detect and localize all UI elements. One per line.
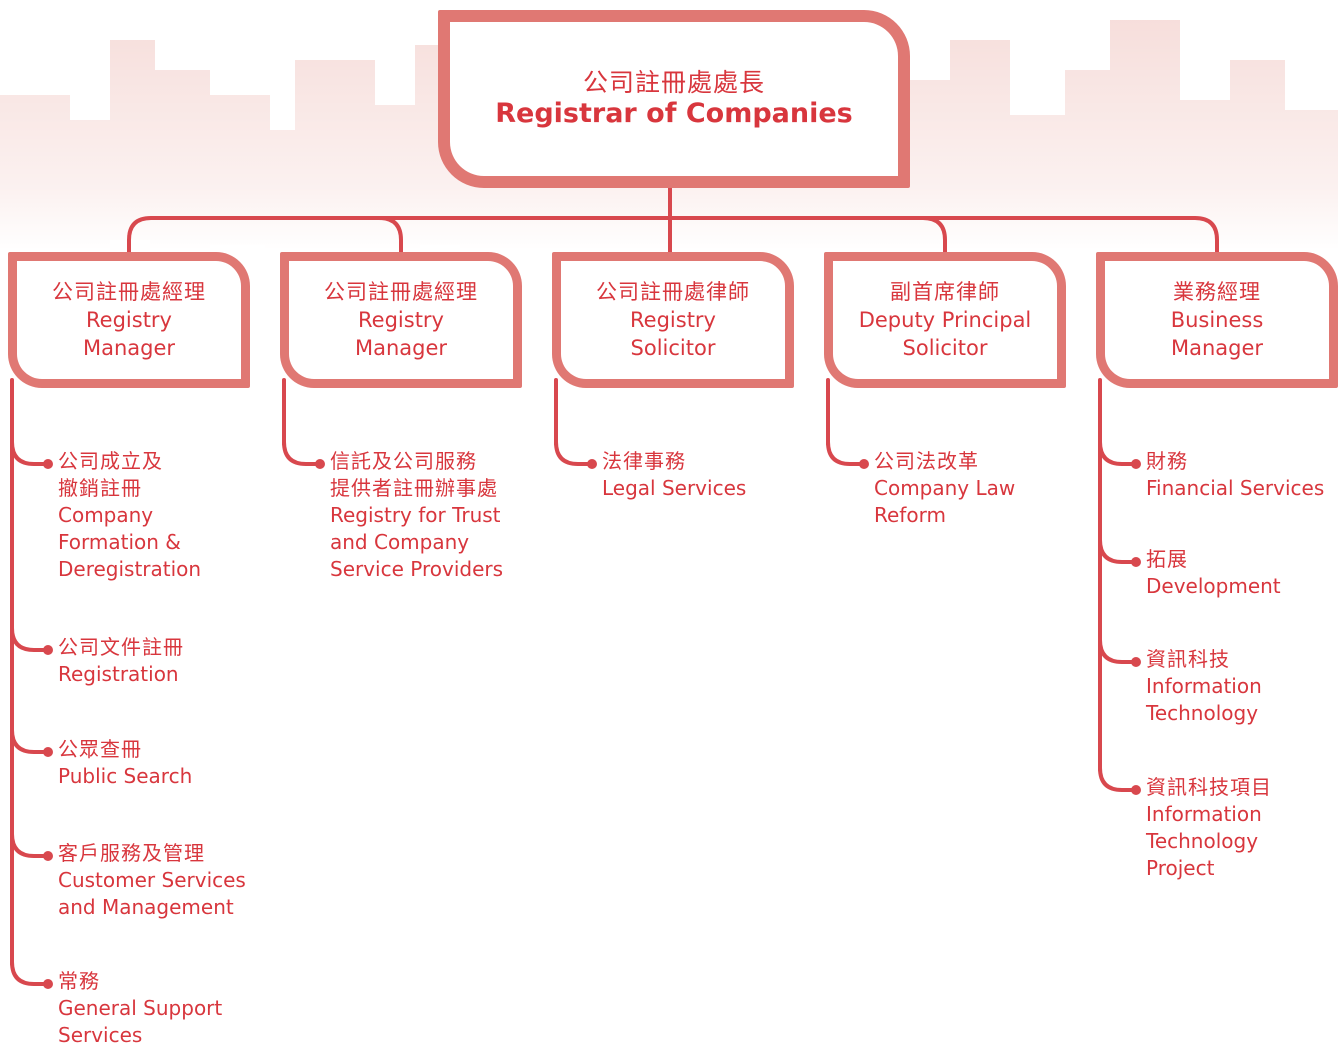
unit-name-zh: 財務 bbox=[1146, 449, 1188, 473]
unit-branch bbox=[1098, 766, 1138, 792]
unit-branch bbox=[10, 728, 50, 754]
branch-dot bbox=[43, 979, 53, 989]
unit-name-zh: 法律事務 bbox=[602, 449, 686, 473]
branch-dot bbox=[43, 747, 53, 757]
unit-name-en: Technology bbox=[1146, 701, 1259, 725]
manager-title-zh: 業務經理 bbox=[1173, 280, 1261, 304]
unit-name-en: Information bbox=[1146, 674, 1262, 698]
unit-name-zh: 資訊科技 bbox=[1146, 647, 1230, 671]
drop-connector bbox=[921, 216, 947, 262]
branch-dot bbox=[1131, 785, 1141, 795]
unit-item: 拓展 Development bbox=[1146, 546, 1281, 600]
unit-branch bbox=[1098, 538, 1138, 564]
branch-dot bbox=[859, 459, 869, 469]
unit-name-en: and Management bbox=[58, 895, 234, 919]
unit-name-en: Service Providers bbox=[330, 557, 504, 581]
unit-name-en: Development bbox=[1146, 574, 1281, 598]
unit-name-zh: 公司法改革 bbox=[874, 449, 979, 473]
unit-item: 公眾查冊 Public Search bbox=[58, 736, 192, 790]
unit-name-zh: 公司成立及 bbox=[58, 449, 163, 473]
unit-name-en: Customer Services bbox=[58, 868, 246, 892]
unit-name-en: Legal Services bbox=[602, 476, 747, 500]
manager-title-en: Manager bbox=[82, 336, 176, 360]
branch-dot bbox=[1131, 459, 1141, 469]
unit-branch bbox=[10, 626, 50, 652]
unit-name-en: Public Search bbox=[58, 764, 193, 788]
unit-item: 客戶服務及管理 Customer Services and Management bbox=[58, 840, 246, 921]
branch-dot bbox=[43, 851, 53, 861]
manager-title-en: Registry bbox=[630, 308, 716, 332]
manager-title-zh: 公司註冊處經理 bbox=[52, 280, 206, 304]
manager-title-zh: 公司註冊處經理 bbox=[324, 280, 478, 304]
unit-name-en: Reform bbox=[874, 503, 946, 527]
branch-dot bbox=[587, 459, 597, 469]
unit-name-en: Project bbox=[1146, 856, 1215, 880]
unit-name-en: Deregistration bbox=[58, 557, 202, 581]
manager-title-zh: 公司註冊處律師 bbox=[596, 280, 750, 304]
branch-dot bbox=[315, 459, 325, 469]
head-box: 公司註冊處處長 Registrar of Companies bbox=[438, 10, 910, 188]
manager-title-en: Solicitor bbox=[630, 336, 716, 360]
unit-name-en: Services bbox=[58, 1023, 143, 1047]
unit-branch bbox=[10, 960, 50, 986]
unit-branch bbox=[826, 440, 866, 466]
branch-dot bbox=[43, 459, 53, 469]
manager-title-en: Manager bbox=[1170, 336, 1264, 360]
unit-item: 信託及公司服務提供者註冊辦事處 Registry for Trust and Com… bbox=[330, 448, 503, 583]
unit-name-zh: 資訊科技項目 bbox=[1146, 775, 1272, 799]
manager-title-en: Manager bbox=[354, 336, 448, 360]
manager-title-en: Deputy Principal bbox=[858, 308, 1032, 332]
unit-branch bbox=[1098, 440, 1138, 466]
unit-branch bbox=[1098, 638, 1138, 664]
unit-name-zh: 提供者註冊辦事處 bbox=[330, 476, 498, 500]
manager-title-en: Registry bbox=[86, 308, 172, 332]
drop-connector bbox=[377, 216, 403, 262]
unit-branch bbox=[554, 440, 594, 466]
manager-title-en: Registry bbox=[358, 308, 444, 332]
unit-name-en: Company bbox=[58, 503, 154, 527]
unit-branch bbox=[10, 832, 50, 858]
unit-name-zh: 常務 bbox=[58, 969, 100, 993]
unit-name-en: Information bbox=[1146, 802, 1262, 826]
branch-dot bbox=[1131, 557, 1141, 567]
unit-item: 公司文件註冊 Registration bbox=[58, 634, 184, 688]
unit-item: 財務 Financial Services bbox=[1146, 448, 1324, 502]
unit-name-en: Formation & bbox=[58, 530, 181, 554]
bus-connector bbox=[127, 216, 1219, 262]
branch-dot bbox=[1131, 657, 1141, 667]
unit-name-en: Financial Services bbox=[1146, 476, 1325, 500]
unit-name-zh: 信託及公司服務 bbox=[330, 449, 477, 473]
unit-name-en: General Support bbox=[58, 996, 223, 1020]
unit-branch bbox=[282, 440, 322, 466]
unit-name-en: Technology bbox=[1146, 829, 1259, 853]
unit-name-en: and Company bbox=[330, 530, 470, 554]
unit-name-en: Company Law bbox=[874, 476, 1016, 500]
unit-name-en: Registration bbox=[58, 662, 179, 686]
manager-title-en: Solicitor bbox=[902, 336, 988, 360]
unit-branch bbox=[10, 440, 50, 466]
head-title-en: Registrar of Companies bbox=[495, 98, 853, 129]
manager-title-zh: 副首席律師 bbox=[890, 280, 1000, 304]
unit-name-zh: 公眾查冊 bbox=[58, 737, 142, 761]
unit-name-zh: 公司文件註冊 bbox=[58, 635, 184, 659]
unit-name-en: Registry for Trust bbox=[330, 503, 501, 527]
head-title-zh: 公司註冊處處長 bbox=[582, 68, 765, 97]
unit-name-zh: 撤銷註冊 bbox=[58, 476, 142, 500]
unit-name-zh: 客戶服務及管理 bbox=[58, 841, 205, 865]
unit-name-zh: 拓展 bbox=[1146, 547, 1188, 571]
manager-title-en: Business bbox=[1170, 308, 1264, 332]
branch-dot bbox=[43, 645, 53, 655]
unit-item: 法律事務 Legal Services bbox=[602, 448, 746, 502]
